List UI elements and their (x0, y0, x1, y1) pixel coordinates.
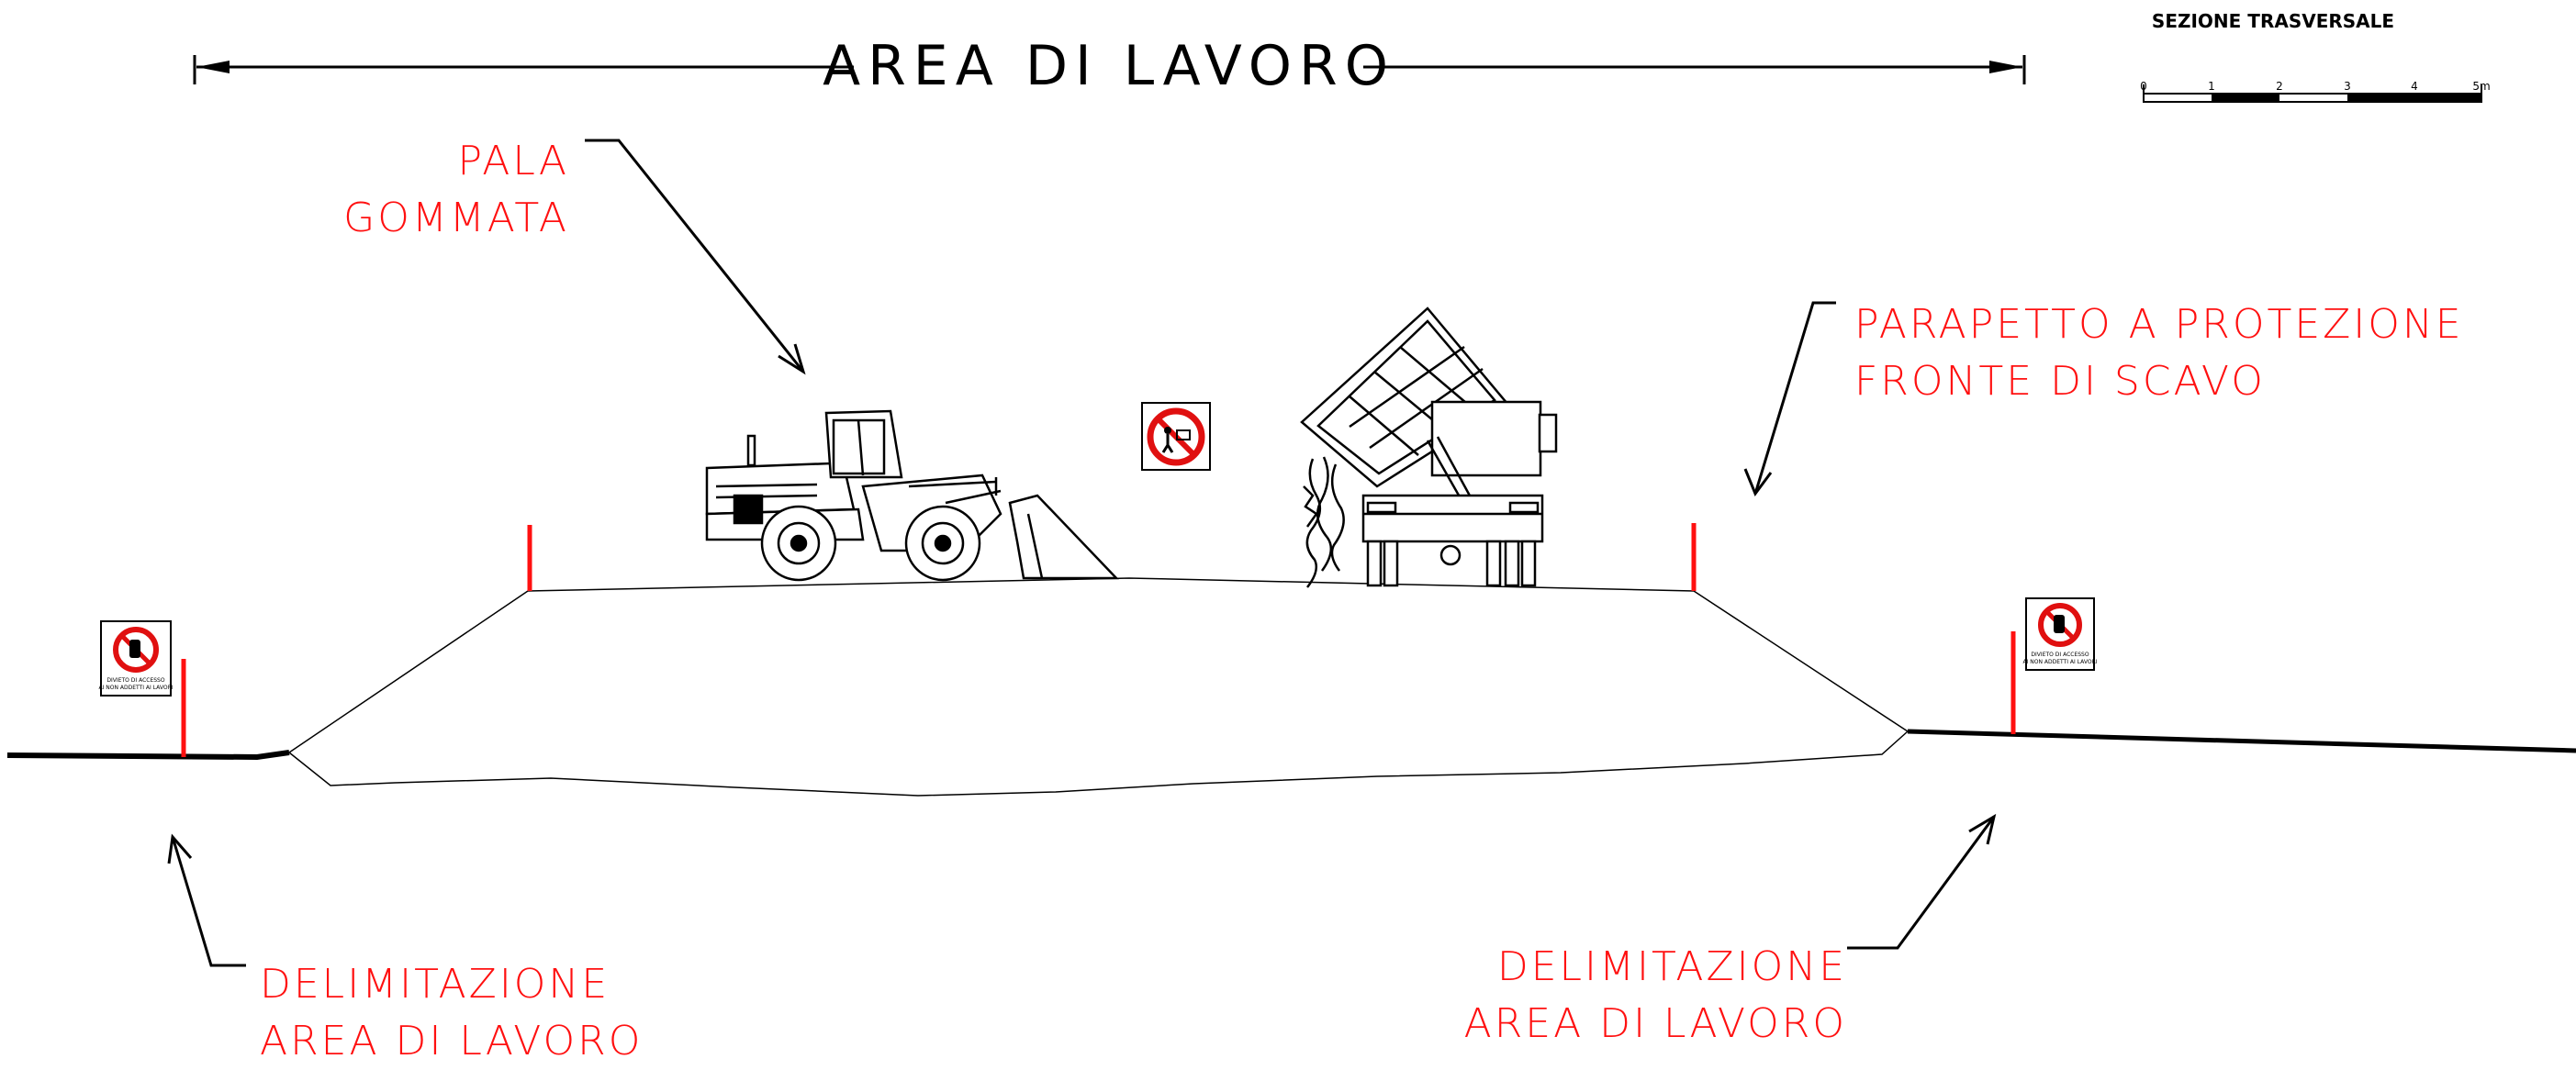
no-entry-sign-icon (113, 627, 159, 673)
scale-tick-3: 3 (2344, 80, 2351, 93)
annotation-arrows (167, 139, 1997, 967)
no-pedestrians-sign-icon (1147, 407, 1205, 466)
work-area-dimension: AREA DI LAVORO (193, 34, 2026, 98)
wheel-loader (705, 409, 1119, 582)
sign-right-caption-1: DIVIETO DI ACCESSO (2031, 652, 2089, 658)
scale-tick-1: 1 (2208, 80, 2215, 93)
label-delim-right-line1: DELIMITAZIONE (1497, 943, 1847, 990)
annotation-labels: PALA GOMMATA PARAPETTO A PROTEZIONE FRON… (260, 138, 2464, 1064)
scale-bar: SEZIONE TRASVERSALE 0 1 2 3 4 5m (2140, 10, 2491, 103)
scale-tick-2: 2 (2276, 80, 2283, 93)
work-area-title: AREA DI LAVORO (823, 34, 1395, 98)
no-entry-sign-left: DIVIETO DI ACCESSO AI NON ADDETTI AI LAV… (98, 620, 174, 697)
scale-tick-0: 0 (2140, 80, 2147, 93)
arrow-icon (1753, 301, 1836, 495)
sign-left-caption-1: DIVIETO DI ACCESSO (106, 677, 164, 684)
arrow-right-icon (1989, 61, 2022, 73)
scale-title: SEZIONE TRASVERSALE (2152, 10, 2394, 32)
arrow-icon (171, 836, 246, 967)
label-parapetto-line1: PARAPETTO A PROTEZIONE (1854, 301, 2464, 348)
arrow-icon (1847, 816, 1996, 950)
label-parapetto-line2: FRONTE DI SCAVO (1854, 358, 2266, 405)
label-delim-left-line1: DELIMITAZIONE (260, 961, 610, 1008)
dump-truck (1300, 307, 1558, 588)
no-entry-sign-right: DIVIETO DI ACCESSO AI NON ADDETTI AI LAV… (2022, 597, 2098, 671)
label-delim-left-line2: AREA DI LAVORO (260, 1018, 643, 1064)
scale-tick-4: 4 (2411, 80, 2418, 93)
sign-right-caption-2: AI NON ADDETTI AI LAVORI (2022, 659, 2097, 665)
embankment (288, 577, 1909, 797)
no-pedestrians-sign (1141, 402, 1211, 471)
sign-left-caption-2: AI NON ADDETTI AI LAVORI (98, 685, 173, 691)
arrow-icon (585, 139, 805, 373)
label-pala-line2: GOMMATA (343, 195, 569, 241)
barrier-posts (181, 523, 2016, 757)
scale-tick-5: 5m (2472, 80, 2490, 93)
label-delim-right-line2: AREA DI LAVORO (1464, 1000, 1847, 1047)
no-entry-sign-icon (2038, 603, 2082, 647)
arrow-left-icon (196, 61, 230, 73)
label-pala-line1: PALA (458, 138, 569, 184)
ground-profile (6, 729, 2576, 761)
